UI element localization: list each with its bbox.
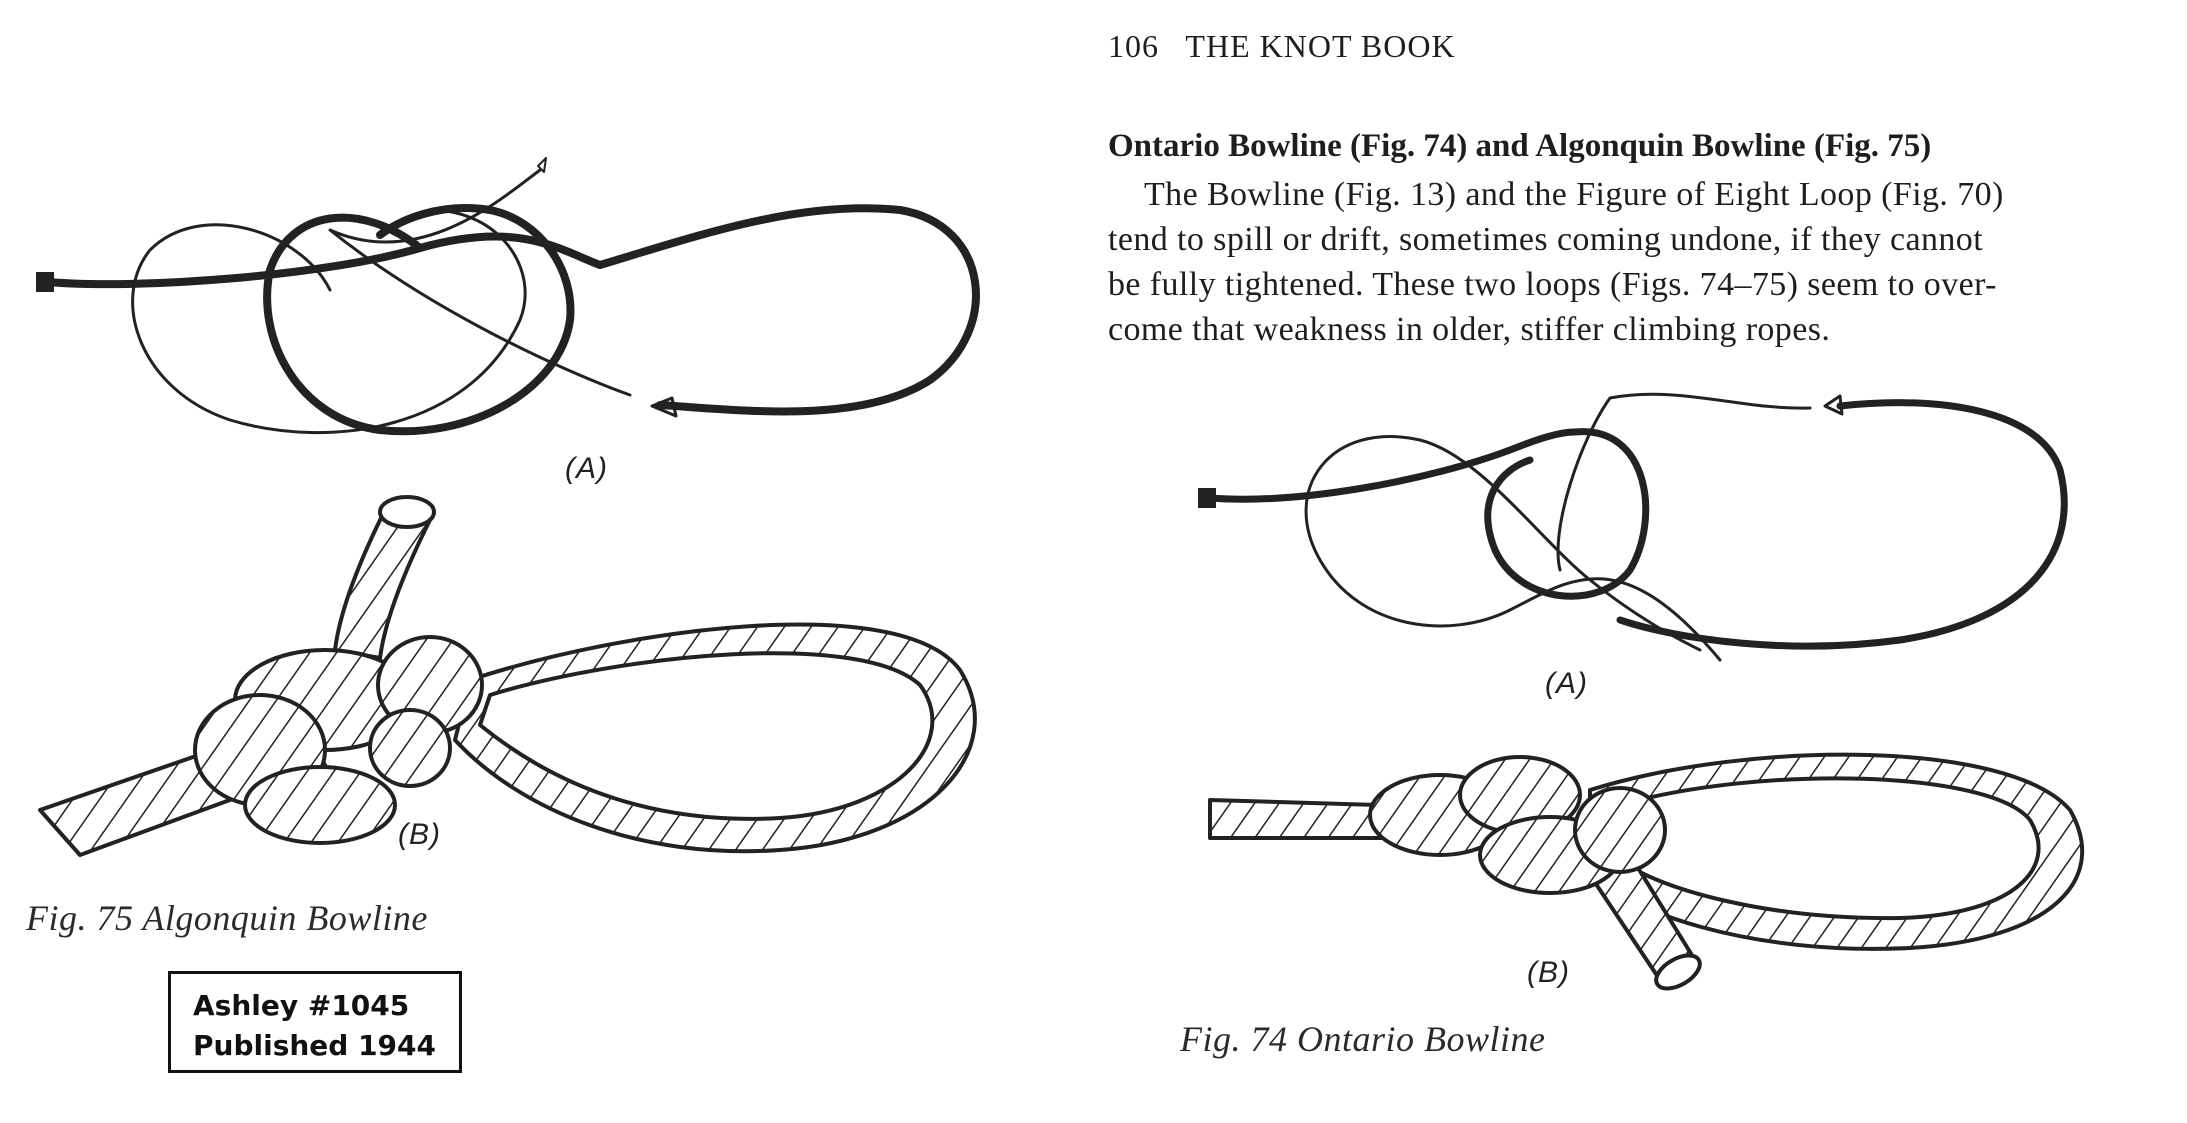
fig75-rope-drawing-b <box>38 495 977 857</box>
body-line: The Bowline (Fig. 13) and the Figure of … <box>1144 176 2004 213</box>
fig75-diagram-a <box>36 157 980 436</box>
fig74-label-b: (B) <box>1527 956 1570 989</box>
fig74-rope-drawing-b <box>1208 752 2085 991</box>
reference-note-box: Ashley #1045 Published 1944 <box>168 971 462 1073</box>
fig74-caption: Fig. 74 Ontario Bowline <box>1180 1019 1546 1059</box>
fig75-label-a: (A) <box>565 452 608 485</box>
fig74-label-a: (A) <box>1545 667 1588 700</box>
fig75-label-b: (B) <box>398 818 441 851</box>
body-line: be fully tightened. These two loops (Fig… <box>1108 266 1997 303</box>
section-title: Ontario Bowline (Fig. 74) and Algonquin … <box>1108 128 1932 164</box>
running-head: 106 THE KNOT BOOK <box>1108 28 1456 64</box>
fig74-diagram-a <box>1198 392 2068 662</box>
ashley-number: Ashley #1045 <box>193 989 410 1022</box>
publication-year: Published 1944 <box>193 1029 437 1062</box>
body-paragraph: The Bowline (Fig. 13) and the Figure of … <box>1108 172 2168 352</box>
body-line: come that weakness in older, stiffer cli… <box>1108 311 1831 348</box>
fig75-caption: Fig. 75 Algonquin Bowline <box>26 898 428 938</box>
body-line: tend to spill or drift, sometimes coming… <box>1108 221 1984 258</box>
